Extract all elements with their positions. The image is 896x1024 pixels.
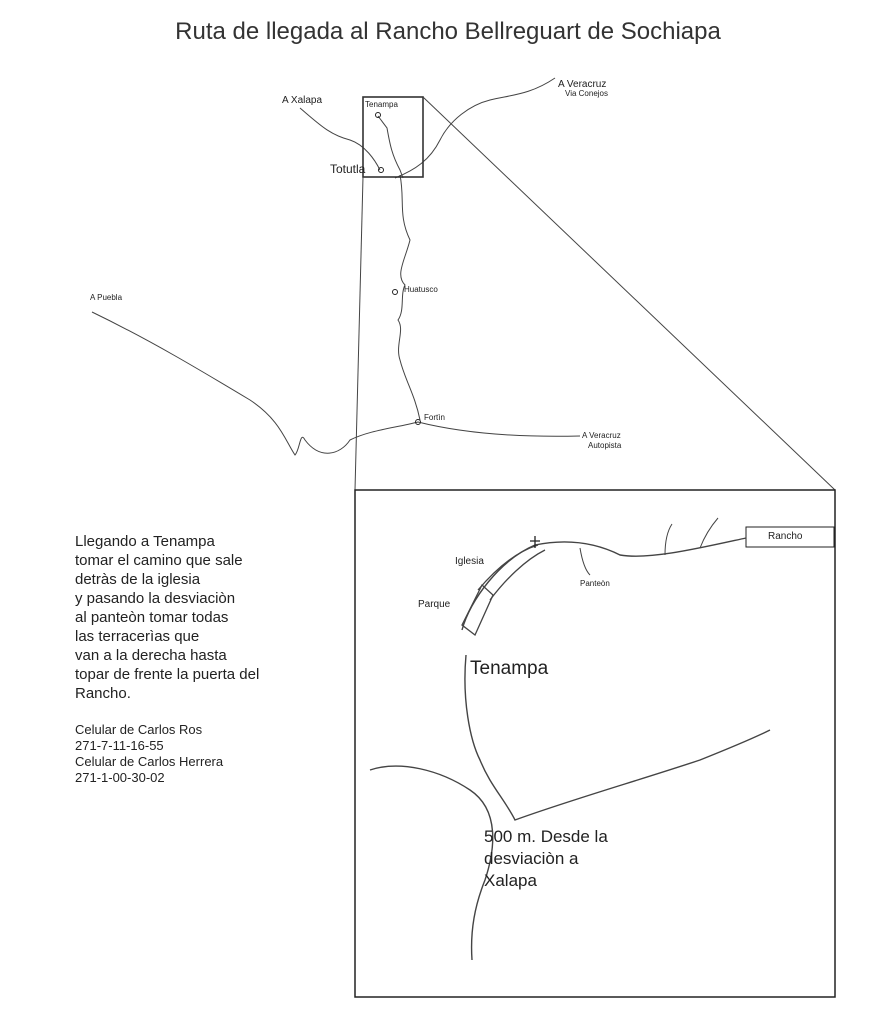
label-a-puebla: A Puebla (90, 293, 123, 302)
label-totutla: Totutla (330, 162, 366, 176)
town-marker (415, 419, 421, 425)
label-a-veracruz-south: A Veracruz (582, 431, 621, 440)
contact-phone: 271-1-00-30-02 (75, 770, 165, 785)
connector-line (422, 96, 836, 491)
connector-line (354, 176, 364, 491)
town-marker (375, 112, 381, 118)
inset-branch (579, 517, 719, 576)
inset-map-frame (354, 489, 836, 998)
label-tenampa: Tenampa (365, 100, 398, 109)
inset-south-road (464, 654, 771, 821)
contact-label: Celular de Carlos Herrera (75, 754, 224, 769)
label-autopista: Autopista (588, 441, 622, 450)
cross-icon (530, 536, 540, 548)
town-marker (392, 289, 398, 295)
contact-label: Celular de Carlos Ros (75, 722, 203, 737)
road-xalapa (299, 107, 381, 171)
distance-note-line: 500 m. Desde la (484, 827, 608, 846)
directions-text: Llegando a Tenampa tomar el camino que s… (75, 533, 260, 702)
label-iglesia: Iglesia (455, 556, 484, 567)
label-parque: Parque (418, 599, 451, 610)
rancho-box (745, 526, 835, 548)
church-road (477, 544, 546, 601)
inset-xalapa-road (369, 765, 494, 961)
park-shape (461, 583, 494, 637)
label-a-xalapa: A Xalapa (282, 95, 323, 106)
inset-locator-box (362, 96, 424, 178)
contacts: Celular de Carlos Ros 271-7-11-16-55 Cel… (75, 722, 223, 786)
page-title: Ruta de llegada al Rancho Bellreguart de… (175, 18, 721, 45)
label-tenampa-inset: Tenampa (470, 658, 549, 679)
label-a-veracruz-north: A Veracruz (558, 79, 607, 90)
label-panteon: Panteòn (580, 579, 610, 588)
road-veracruz-conejos (394, 77, 556, 179)
town-marker (378, 167, 384, 173)
distance-note: 500 m. Desde la desviaciòn a Xalapa (484, 826, 608, 892)
distance-note-line: desviaciòn a (484, 849, 579, 868)
road-south (397, 174, 421, 421)
label-rancho: Rancho (768, 531, 803, 542)
road-puebla (91, 311, 581, 456)
label-huatusco: Huatusco (404, 285, 438, 294)
distance-note-line: Xalapa (484, 871, 537, 890)
label-via-conejos: Via Conejos (565, 89, 608, 98)
inset-main-road (461, 537, 747, 631)
label-fortin: Fortìn (424, 413, 445, 422)
contact-phone: 271-7-11-16-55 (75, 738, 164, 753)
road-tenampa-totutla (377, 115, 404, 179)
